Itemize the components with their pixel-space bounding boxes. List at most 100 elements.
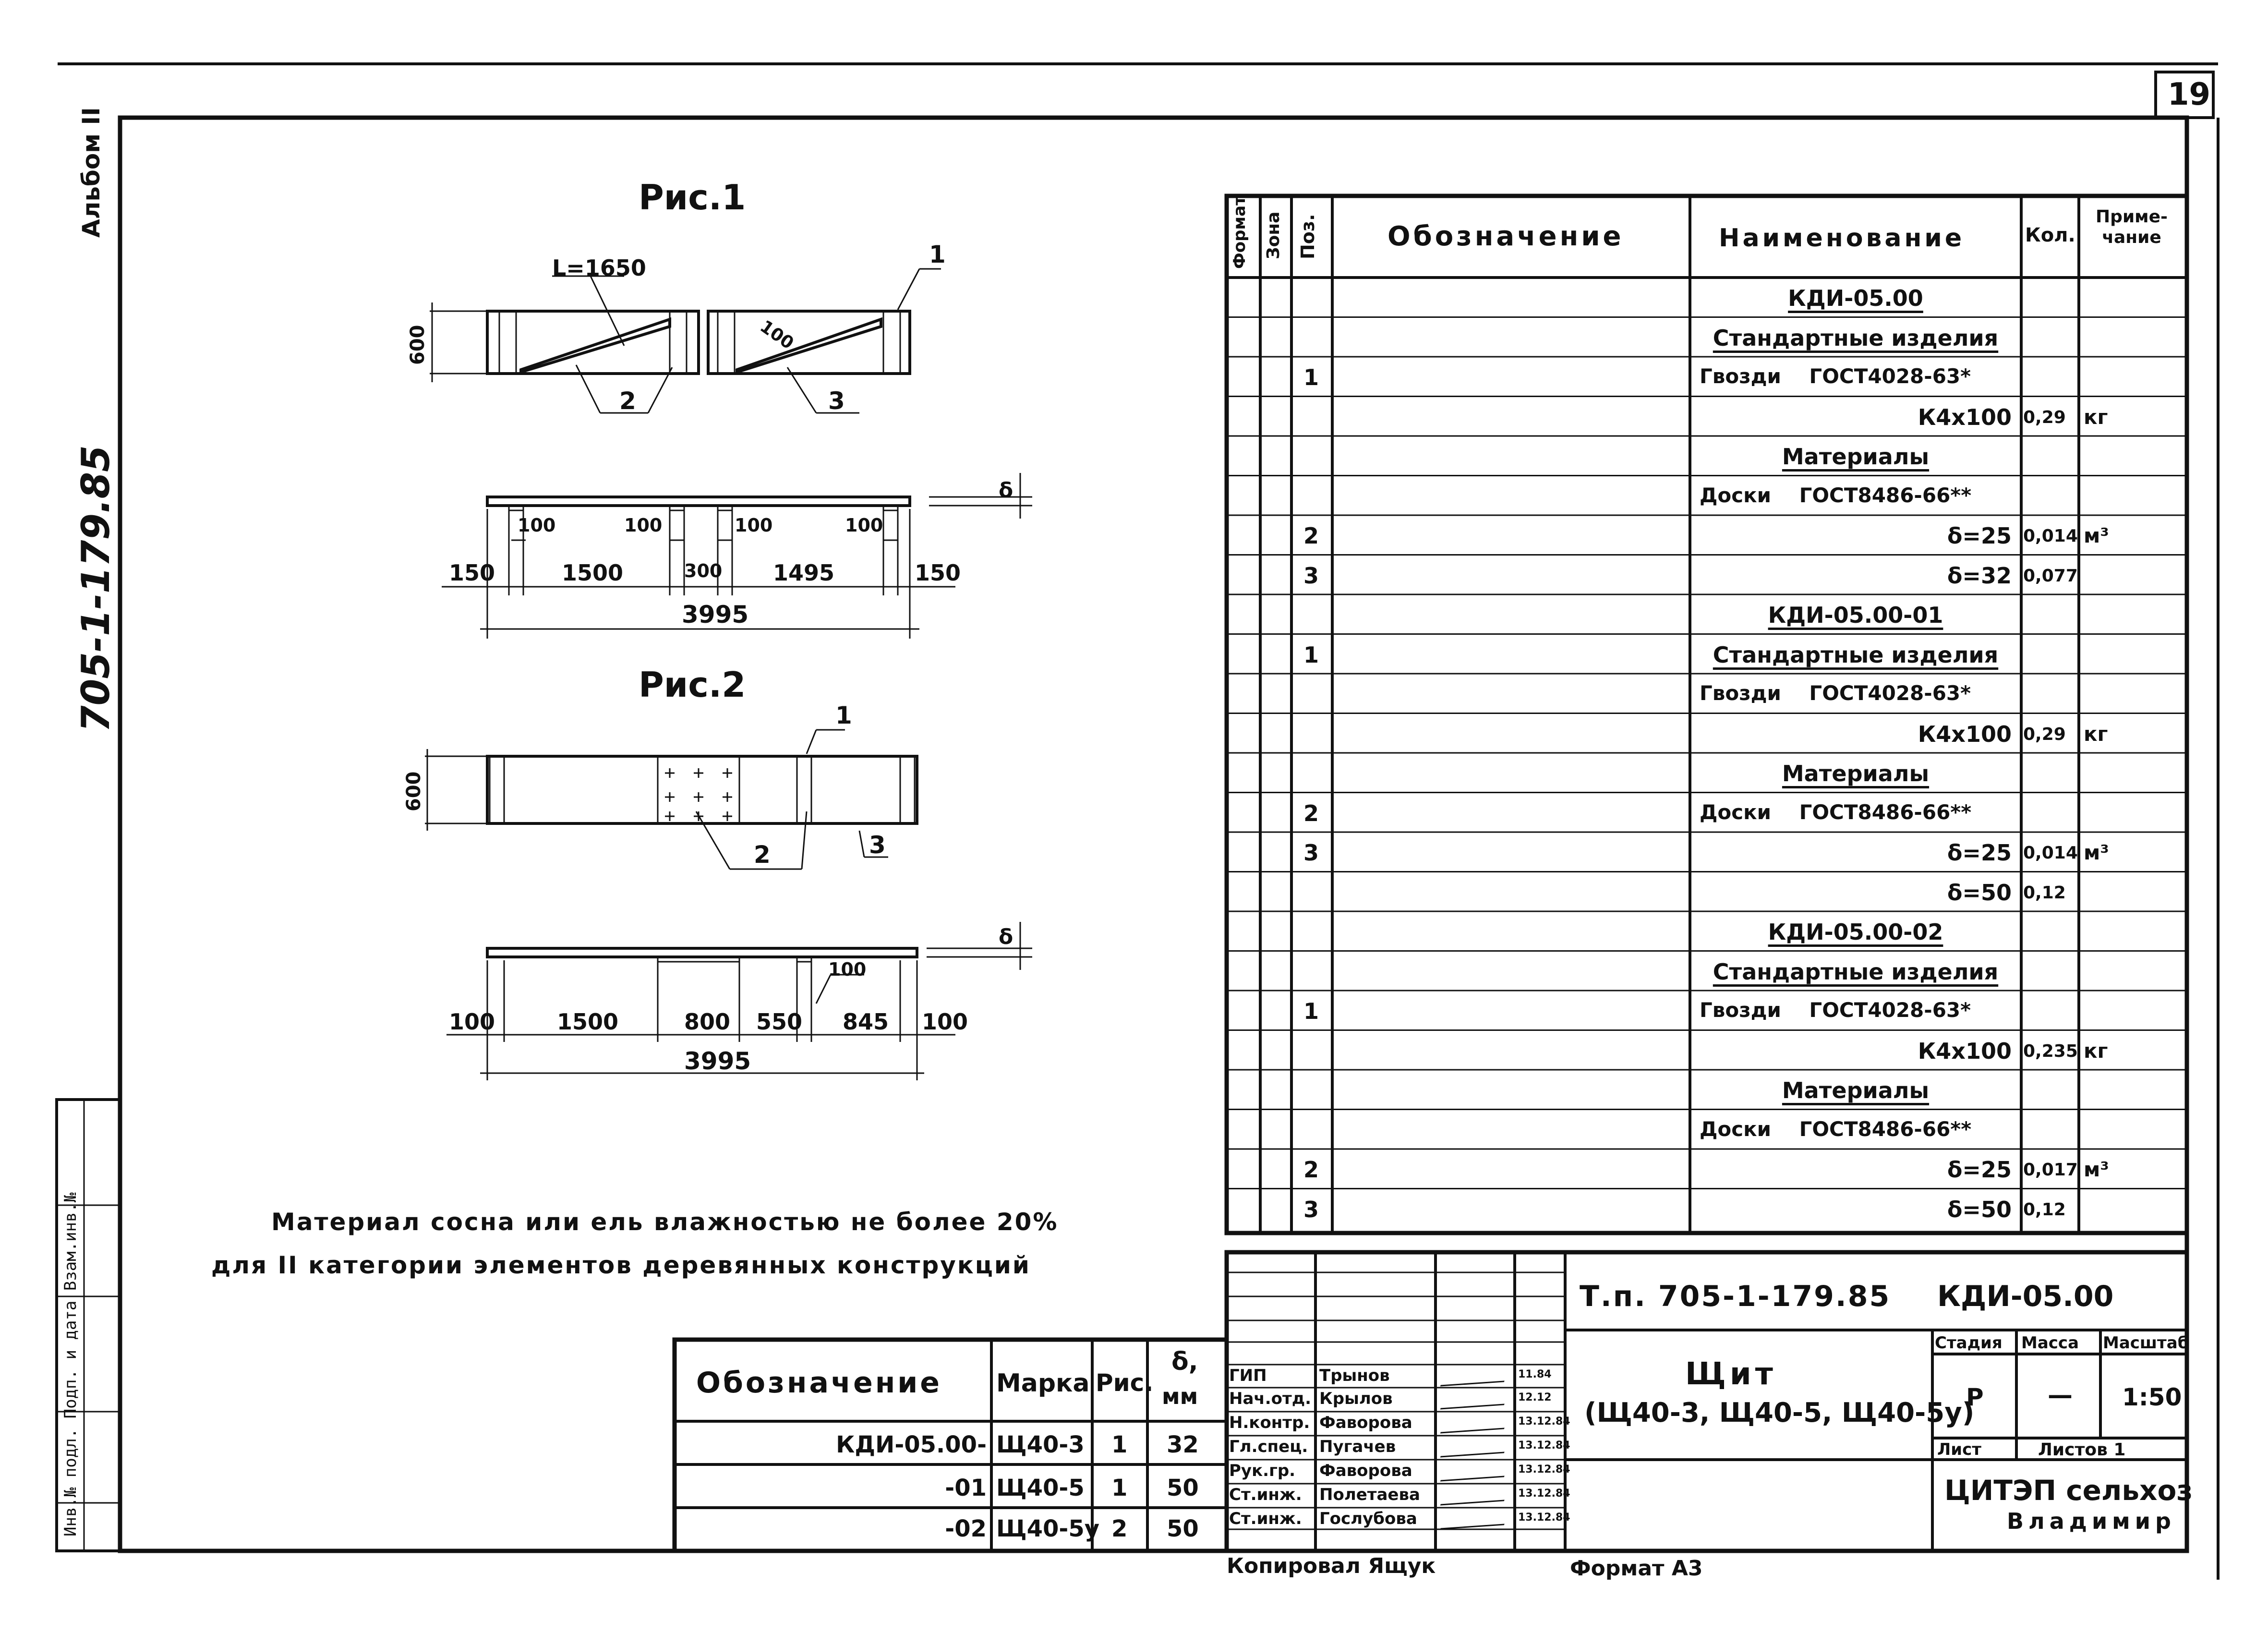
spec-header-pos: Поз. (1297, 214, 1318, 259)
note-line-2: для II категории элементов деревянных ко… (211, 1251, 1031, 1279)
variant-fig: 1 (1111, 1431, 1128, 1458)
spec-row-name: КДИ-05.00 (1788, 285, 1923, 311)
variant-designation: -01 (945, 1475, 987, 1501)
fig2-delta: δ (999, 925, 1013, 949)
spec-row-name: КДИ-05.00-01 (1768, 602, 1943, 628)
variant-fig: 1 (1111, 1475, 1128, 1501)
variant-delta: 32 (1167, 1431, 1199, 1458)
spec-row-name: Стандартные изделия (1713, 641, 1999, 668)
title-org-line2: Владимир (2007, 1508, 2176, 1534)
title-sheet-label: Лист (1937, 1440, 1981, 1459)
fig1-delta: δ (999, 478, 1013, 503)
variants-header-delta: δ, (1171, 1347, 1198, 1376)
fig1-length-label: L=1650 (552, 255, 646, 281)
spec-row-name: δ=32 (1947, 562, 2012, 589)
signer-role: Ст.инж. (1229, 1509, 1302, 1528)
variants-header-designation: Обозначение (696, 1366, 942, 1400)
spec-row-qty: 0,29 (2023, 724, 2066, 744)
fig2-pos-1: 1 (835, 702, 852, 729)
signer-date: 13.12.84 (1518, 1488, 1570, 1500)
signer-role: Рук.гр. (1229, 1461, 1296, 1480)
signer-role: Гл.спец. (1229, 1437, 1308, 1456)
signer-name: Гослубова (1319, 1509, 1417, 1528)
signer-name: Трынов (1319, 1366, 1390, 1385)
signer-date: 12.12 (1518, 1391, 1552, 1403)
fig1-dim-label: 100 (735, 515, 773, 536)
spec-row-name: Доски ГОСТ8486-66** (1700, 1117, 1972, 1141)
spec-row-qty: 0,12 (2023, 883, 2066, 903)
spec-row-name: Материалы (1782, 1077, 1930, 1103)
spec-row-qty: 0,29 (2023, 407, 2066, 427)
signer-role: ГИП (1229, 1366, 1267, 1385)
footer-copied: Копировал Ящук (1227, 1554, 1436, 1578)
variant-delta: 50 (1167, 1515, 1199, 1542)
signer-role: Ст.инж. (1229, 1485, 1302, 1504)
spec-row-pos: 1 (1303, 998, 1319, 1024)
spec-row-qty: 0,014 (2023, 526, 2078, 546)
spec-row-unit: м³ (2084, 524, 2109, 547)
spec-row-name: Стандартные изделия (1713, 958, 1999, 985)
spec-header-note: Приме-чание (2096, 207, 2168, 248)
signer-role: Н.контр. (1229, 1413, 1310, 1432)
variant-designation: -02 (945, 1515, 987, 1542)
variant-mark: Щ40-3 (996, 1431, 1085, 1458)
spec-row-pos: 3 (1303, 562, 1319, 589)
title-sheets-label: Листов 1 (2038, 1440, 2126, 1460)
signer-name: Полетаева (1319, 1485, 1420, 1504)
fig1-pos-2: 2 (619, 387, 636, 415)
title-mass: — (2048, 1381, 2073, 1410)
spec-row-name: δ=50 (1947, 879, 2012, 906)
signer-name: Фаворова (1319, 1461, 1412, 1480)
fig1-pos-3: 3 (828, 387, 845, 415)
title-project: Т.п. 705-1-179.85 (1580, 1280, 1891, 1313)
spec-row-name: Гвозди ГОСТ4028-63* (1700, 998, 1971, 1022)
fig1-dim-label: 150 (449, 560, 495, 586)
spec-row-unit: кг (2084, 405, 2108, 429)
fig2-total: 3995 (684, 1047, 751, 1075)
signer-date: 11.84 (1518, 1368, 1552, 1380)
spec-row-qty: 0,235 (2023, 1041, 2078, 1061)
fig2-pos-2: 2 (754, 841, 771, 869)
spec-row-qty: 0,017 (2023, 1160, 2078, 1180)
fig1-dim-label: 1500 (562, 560, 624, 586)
fig2-dim-label: 100 (922, 1009, 968, 1035)
title-item-variants: (Щ40-3, Щ40-5, Щ40-5у) (1584, 1397, 1975, 1428)
signer-name: Крылов (1319, 1389, 1393, 1408)
signer-name: Фаворова (1319, 1413, 1412, 1432)
spec-row-qty: 0,014 (2023, 843, 2078, 863)
spec-row-name: Стандартные изделия (1713, 325, 1999, 351)
project-code-vertical: 705-1-179.85 (73, 445, 118, 732)
spec-header-name: Наименование (1719, 224, 1965, 253)
album-label: Альбом II (77, 107, 105, 238)
title-scale: 1:50 (2122, 1383, 2182, 1411)
title-doc-code: КДИ-05.00 (1937, 1280, 2114, 1313)
spec-row-pos: 2 (1303, 1157, 1319, 1183)
note-line-1: Материал сосна или ель влажностью не бол… (271, 1208, 1059, 1236)
spec-row-pos: 1 (1303, 364, 1319, 390)
spec-row-pos: 3 (1303, 840, 1319, 866)
spec-row-name: КДИ-05.00-02 (1768, 919, 1943, 945)
spec-row-unit: м³ (2084, 841, 2109, 864)
variant-mark: Щ40-5 (996, 1475, 1085, 1501)
spec-row-pos: 3 (1303, 1196, 1319, 1222)
variants-header-mm: мм (1162, 1383, 1198, 1409)
variants-header-mark: Марка (996, 1369, 1090, 1398)
variant-fig: 2 (1111, 1515, 1128, 1542)
title-block-grid (1224, 1250, 2189, 1553)
title-stage-label: Стадия (1935, 1333, 2003, 1353)
title-item-name: Щит (1685, 1356, 1777, 1392)
fig1-dim-label: 100 (845, 515, 883, 536)
footer-format: Формат А3 (1570, 1556, 1703, 1581)
fig1-total: 3995 (682, 601, 749, 629)
fig2-dim-label: 845 (843, 1009, 889, 1035)
spec-header-format: Формат (1230, 196, 1249, 269)
fig2-panel-drawing (425, 729, 1032, 1080)
spec-row-name: δ=50 (1947, 1196, 2012, 1222)
fig1-dim-label: 300 (684, 560, 723, 581)
title-mass-label: Масса (2021, 1333, 2079, 1353)
signer-date: 13.12.84 (1518, 1415, 1570, 1427)
spec-row-name: К4х100 (1918, 721, 2012, 747)
fig2-dim-label: 1500 (557, 1009, 619, 1035)
spec-row-name: Гвозди ГОСТ4028-63* (1700, 681, 1971, 705)
title-org-line1: ЦИТЭП сельхоз (1944, 1474, 2193, 1507)
